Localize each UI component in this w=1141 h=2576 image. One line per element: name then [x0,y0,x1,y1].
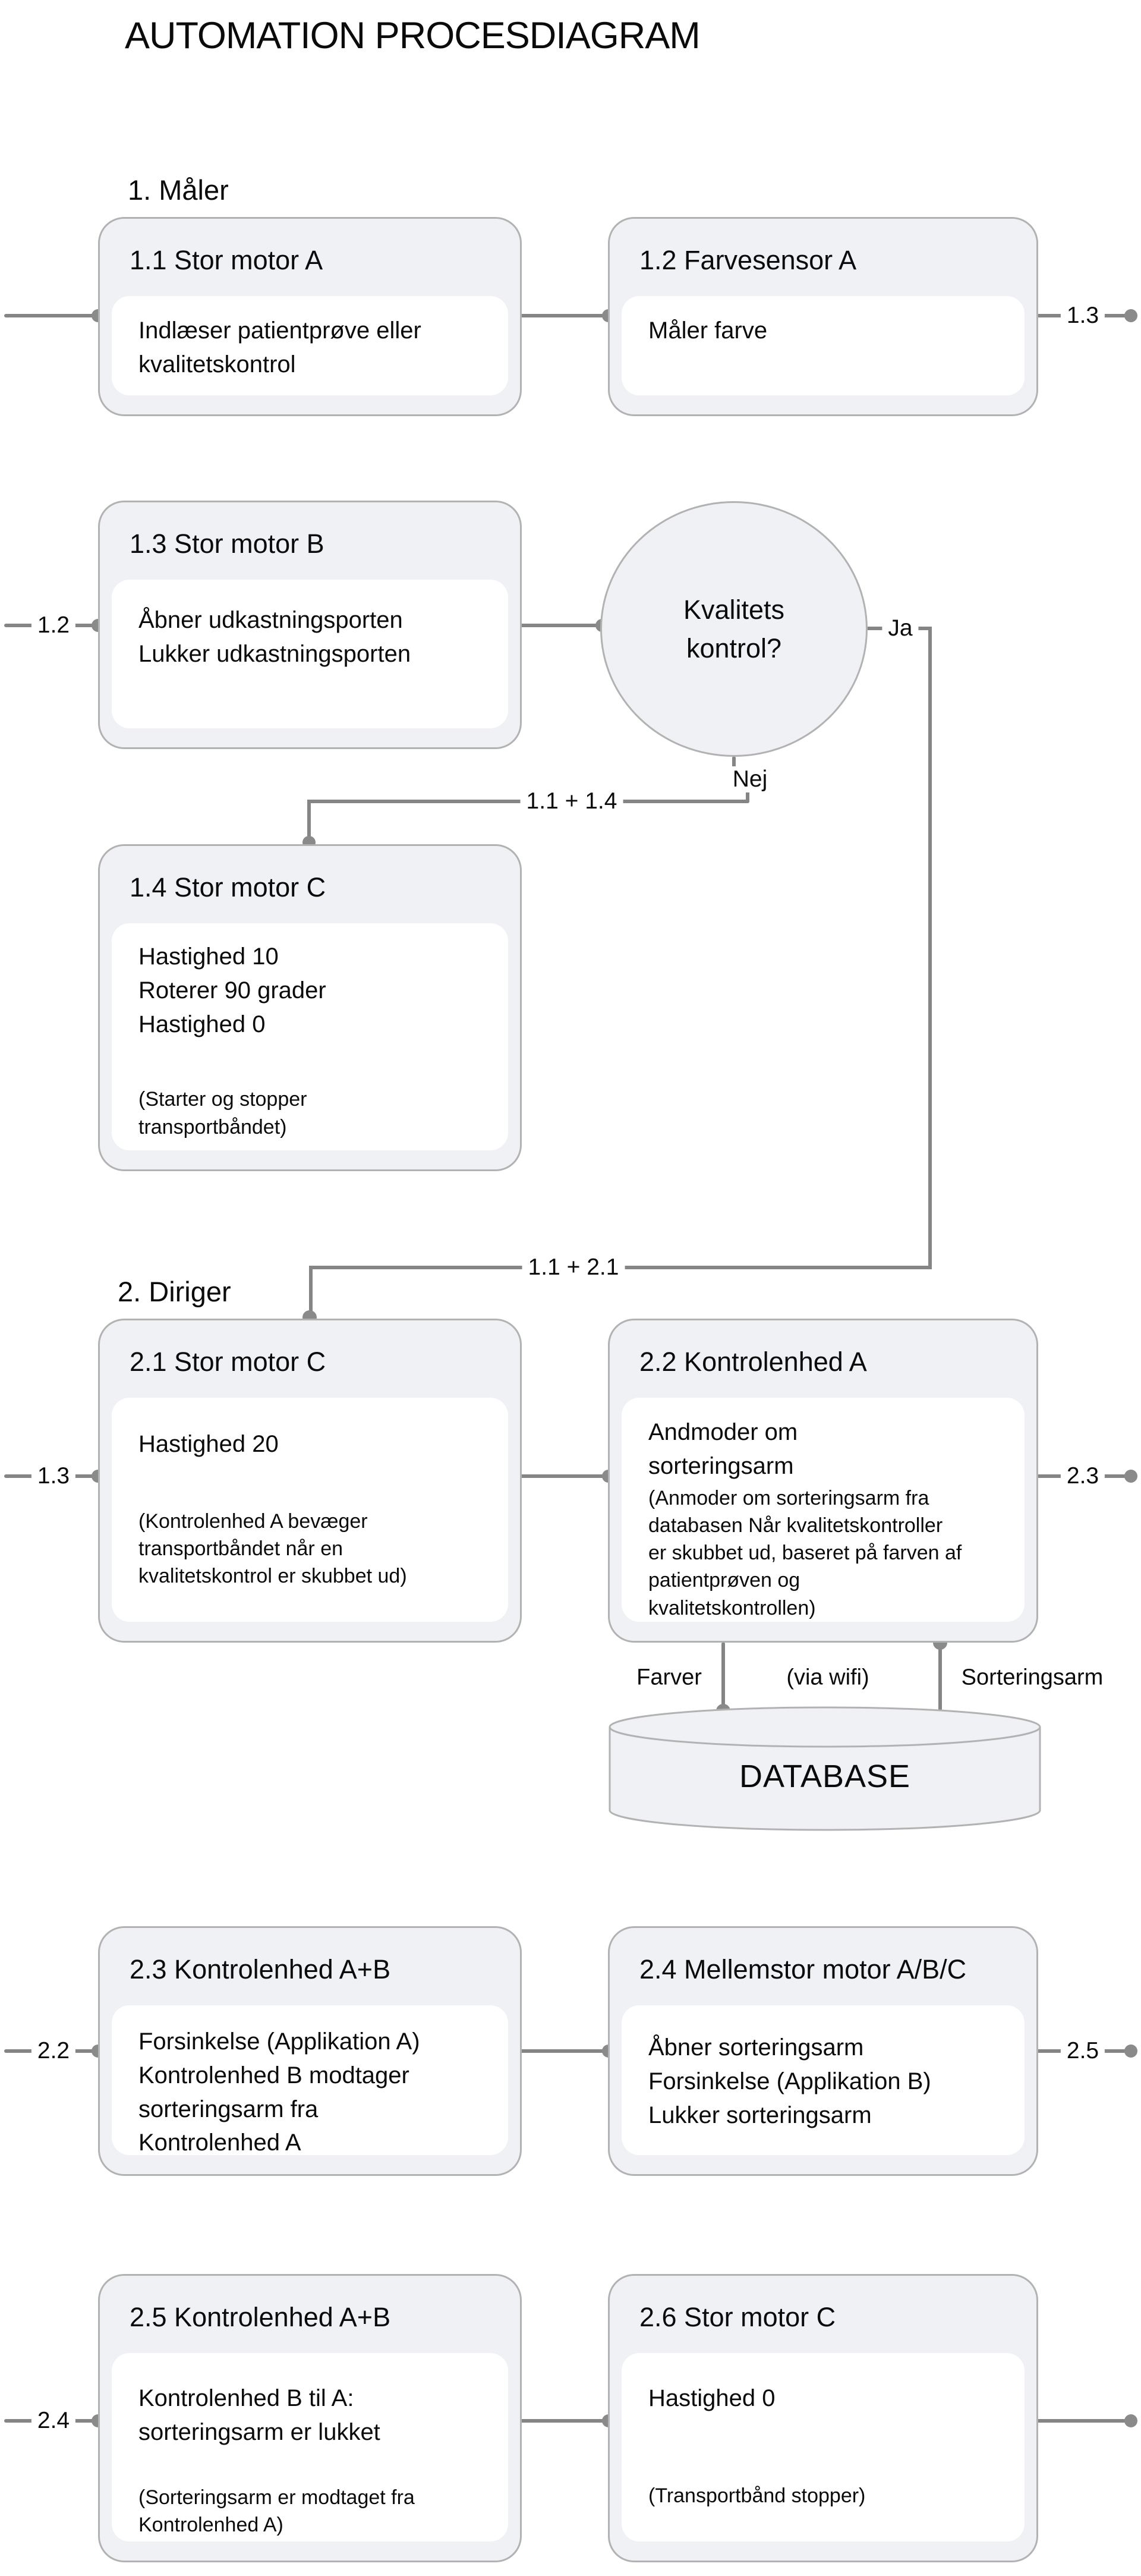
node-note: (Transportbånd stopper) [648,2484,866,2507]
node-detail-panel: Forsinkelse (Applikation A) Kontrolenhed… [112,2005,508,2155]
page-title: AUTOMATION PROCESDIAGRAM [125,15,701,56]
node-detail-panel: Måler farve [622,296,1025,395]
node-title: 1.1 Stor motor A [130,245,323,275]
edge-label-ja: Ja [882,615,919,641]
node-body: Hastighed 20 [138,1431,279,1457]
edge-label-1-1-plus-2-1: 1.1 + 2.1 [522,1254,625,1281]
node-detail-panel: Kontrolenhed B til A: sorteringsarm er l… [112,2353,508,2542]
edge-label-1-1-plus-1-4: 1.1 + 1.4 [520,788,623,814]
edge-label-via-wifi: (via wifi) [780,1665,875,1691]
node-body: Indlæser patientprøve eller kvalitetskon… [138,317,421,378]
node-1-1-stor-motor-a: 1.1 Stor motor A Indlæser patientprøve e… [98,217,522,416]
node-title: 2.2 Kontrolenhed A [639,1347,867,1377]
node-note: (Kontrolenhed A bevæger transportbåndet … [138,1509,407,1588]
edge-label-2-3-out: 2.3 [1060,1463,1105,1489]
edge-label-2-5-out: 2.5 [1060,2038,1105,2064]
database-cylinder [609,1706,1041,1831]
node-body: Hastighed 0 [648,2385,776,2411]
edge-label-2-2-in: 2.2 [31,2038,76,2064]
node-title: 2.5 Kontrolenhed A+B [130,2302,391,2332]
node-detail-panel: Hastighed 10 Roterer 90 grader Hastighed… [112,923,508,1150]
edge-label-1-3-in: 1.3 [31,1463,76,1489]
node-detail-panel: Åbner udkastningsporten Lukker udkastnin… [112,580,508,728]
node-title: 2.4 Mellemstor motor A/B/C [639,1954,967,1984]
node-body: Hastighed 10 Roterer 90 grader Hastighed… [138,943,326,1037]
node-note: (Anmoder om sorteringsarm fra databasen … [648,1486,962,1619]
node-body: Åbner udkastningsporten Lukker udkastnin… [138,607,411,667]
node-note: (Sorteringsarm er modtaget fra Kontrolen… [138,2486,415,2536]
node-body: Åbner sorteringsarm Forsinkelse (Applika… [648,2034,931,2128]
edge-label-2-4-in: 2.4 [31,2408,76,2434]
decision-kvalitetskontrol: Kvalitets kontrol? [600,501,868,757]
section-label-1: 1. Måler [128,174,229,206]
node-2-3-kontrolenhed-a-b: 2.3 Kontrolenhed A+B Forsinkelse (Applik… [98,1926,522,2176]
edge-label-sorteringsarm: Sorteringsarm [955,1665,1110,1691]
node-1-4-stor-motor-c: 1.4 Stor motor C Hastighed 10 Roterer 90… [98,844,522,1171]
edge-label-1-3-out: 1.3 [1060,303,1105,329]
node-note: (Starter og stopper transportbåndet) [138,1088,307,1138]
node-detail-panel: Andmoder om sorteringsarm (Anmoder om so… [622,1398,1025,1622]
node-body: Måler farve [648,317,768,344]
node-title: 1.4 Stor motor C [130,872,326,902]
node-2-4-mellemstor-motor-abc: 2.4 Mellemstor motor A/B/C Åbner sorteri… [608,1926,1038,2176]
edge-label-farver: Farver [631,1665,708,1691]
node-body: Forsinkelse (Applikation A) Kontrolenhed… [138,2028,420,2155]
database-label: DATABASE [739,1759,911,1794]
node-body: Kontrolenhed B til A: sorteringsarm er l… [138,2385,380,2445]
node-1-2-farvesensor-a: 1.2 Farvesensor A Måler farve [608,217,1038,416]
node-1-3-stor-motor-b: 1.3 Stor motor B Åbner udkastningsporten… [98,501,522,749]
section-label-2: 2. Diriger [118,1276,231,1307]
node-2-1-stor-motor-c: 2.1 Stor motor C Hastighed 20 (Kontrolen… [98,1319,522,1643]
node-title: 2.6 Stor motor C [639,2302,836,2332]
node-title: 2.1 Stor motor C [130,1347,326,1377]
node-2-6-stor-motor-c: 2.6 Stor motor C Hastighed 0 (Transportb… [608,2274,1038,2562]
node-detail-panel: Indlæser patientprøve eller kvalitetskon… [112,296,508,395]
node-2-2-kontrolenhed-a: 2.2 Kontrolenhed A Andmoder om sortering… [608,1319,1038,1643]
node-2-5-kontrolenhed-a-b: 2.5 Kontrolenhed A+B Kontrolenhed B til … [98,2274,522,2562]
node-body: Andmoder om sorteringsarm [648,1419,798,1479]
edge-label-nej: Nej [726,766,774,792]
node-detail-panel: Hastighed 20 (Kontrolenhed A bevæger tra… [112,1398,508,1622]
node-detail-panel: Hastighed 0 (Transportbånd stopper) [622,2353,1025,2542]
node-title: 1.3 Stor motor B [130,529,324,559]
node-title: 1.2 Farvesensor A [639,245,857,275]
node-title: 2.3 Kontrolenhed A+B [130,1954,391,1984]
edge-label-1-2-in: 1.2 [31,612,76,639]
node-detail-panel: Åbner sorteringsarm Forsinkelse (Applika… [622,2005,1025,2155]
